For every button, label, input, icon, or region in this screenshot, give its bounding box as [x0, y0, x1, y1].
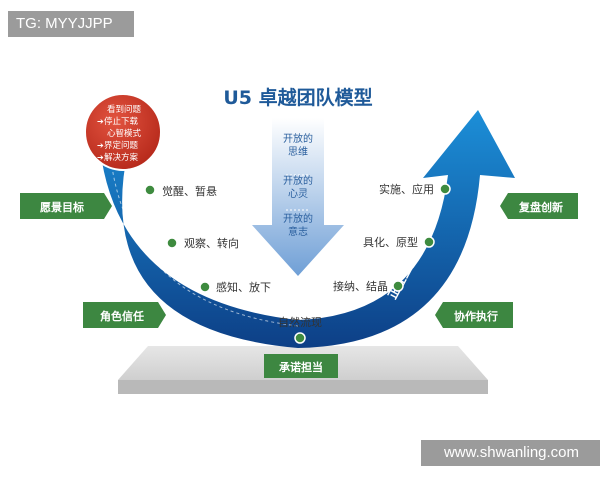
bottom-point-label: 自然流现: [278, 315, 322, 329]
left-point-dot-1: [144, 184, 156, 196]
center-arrow-text-2: 思维: [288, 145, 308, 158]
bottom-point-dot: [294, 332, 306, 344]
right-point-dot-2: [423, 236, 435, 248]
center-arrow-text-3: 开放的: [283, 174, 313, 187]
right-tag-1: 复盘创新: [500, 193, 578, 219]
right-points: 实施、应用 具化、原型 接纳、结晶: [333, 182, 451, 293]
left-tag-1: 愿景目标: [20, 193, 112, 219]
u-arc: [100, 110, 515, 348]
problem-circle: 看到问题 停止下载 心智模式 界定问题 解决方案 ➔ ➔ ➔: [84, 93, 162, 171]
right-point-3: 接纳、结晶: [333, 280, 388, 293]
diagram-title: U5 卓越团队模型: [223, 86, 372, 109]
left-point-dot-3: [199, 281, 211, 293]
left-tag-2: 角色信任: [83, 302, 166, 328]
left-point-dot-2: [166, 237, 178, 249]
circle-item-4: 界定问题: [104, 140, 139, 151]
left-point-2: 观察、转向: [184, 236, 239, 250]
circle-item-3: 心智模式: [107, 128, 142, 139]
center-arrow-text-5: 开放的: [283, 212, 313, 225]
circle-item-2: 停止下载: [104, 116, 139, 127]
center-arrow-text-4: 心灵: [288, 188, 308, 200]
circle-item-1: 看到问题: [107, 104, 142, 115]
bottom-tag: 承诺担当: [264, 354, 338, 378]
watermark-top-left: TG: MYYJJPP: [8, 11, 134, 37]
right-point-1: 实施、应用: [379, 182, 434, 196]
svg-text:➔: ➔: [97, 153, 104, 162]
center-down-arrow: 开放的 思维 开放的 心灵 开放的 意志: [252, 118, 344, 276]
left-tag-2-label: 角色信任: [100, 309, 144, 323]
right-point-dot-1: [439, 183, 451, 195]
bottom-tag-label: 承诺担当: [279, 360, 323, 374]
center-arrow-text-1: 开放的: [283, 132, 313, 145]
left-points: 觉醒、暂悬 观察、转向 感知、放下: [144, 184, 271, 294]
center-arrow-text-6: 意志: [288, 225, 308, 238]
right-point-2: 具化、原型: [363, 235, 418, 249]
right-tag-2: 协作执行: [435, 302, 513, 328]
left-tag-1-label: 愿景目标: [40, 200, 84, 214]
right-tag-2-label: 协作执行: [454, 309, 498, 323]
right-point-dot-3: [392, 280, 404, 292]
left-point-3: 感知、放下: [216, 280, 271, 294]
watermark-bottom-right: www.shwanling.com: [421, 440, 600, 466]
svg-text:➔: ➔: [97, 141, 104, 150]
left-point-1: 觉醒、暂悬: [162, 185, 217, 198]
svg-text:➔: ➔: [97, 117, 104, 126]
right-tag-1-label: 复盘创新: [518, 200, 563, 214]
circle-item-5: 解决方案: [104, 152, 139, 163]
